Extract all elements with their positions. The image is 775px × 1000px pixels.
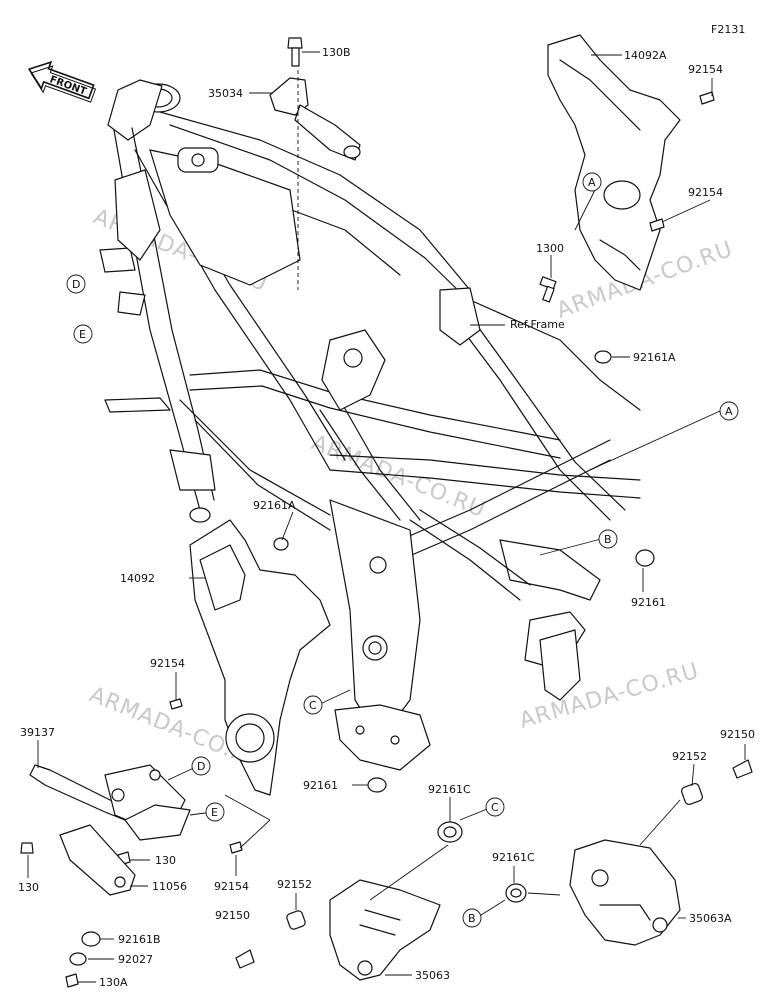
label-92161c-lower: 92161C <box>492 851 535 864</box>
label-92161c-mid: 92161C <box>428 783 471 796</box>
label-92154-left: 92154 <box>150 657 185 670</box>
bracket-35063 <box>329 879 441 981</box>
ref-c-bottom: C <box>491 801 499 814</box>
reference-markers: A A B D E C D E C B <box>66 172 739 928</box>
label-92154-top: 92154 <box>688 63 723 76</box>
ref-a-top: A <box>588 176 596 189</box>
side-cover-14092a <box>547 34 681 291</box>
label-130b: 130B <box>322 46 351 59</box>
leader-lines <box>27 51 746 983</box>
label-92161-bottom: 92161 <box>303 779 338 792</box>
ref-e-left: E <box>79 328 86 341</box>
label-ref-frame: Ref.Frame <box>510 318 565 331</box>
label-14092a: 14092A <box>624 49 667 62</box>
label-1300: 1300 <box>536 242 564 255</box>
label-92027: 92027 <box>118 953 153 966</box>
figure-code: F2131 <box>711 23 745 36</box>
label-35034: 35034 <box>208 87 243 100</box>
label-92152-right: 92152 <box>672 750 707 763</box>
ref-d-left: D <box>72 278 80 291</box>
ref-d-bottom: D <box>197 760 205 773</box>
label-35063a: 35063A <box>689 912 732 925</box>
label-92161a-left: 92161A <box>253 499 296 512</box>
label-130-right: 130 <box>155 854 176 867</box>
label-130a: 130A <box>99 976 128 989</box>
part-labels: F2131 130B 35034 14092A 92154 92154 1300… <box>18 23 755 989</box>
ref-a-right: A <box>725 405 733 418</box>
label-130-left: 130 <box>18 881 39 894</box>
ref-b-bottom: B <box>468 912 476 925</box>
label-92150-bottom: 92150 <box>215 909 250 922</box>
side-cover-14092 <box>189 519 331 796</box>
label-92161a-top: 92161A <box>633 351 676 364</box>
label-92161b: 92161B <box>118 933 161 946</box>
label-92150-right: 92150 <box>720 728 755 741</box>
label-92161-right: 92161 <box>631 596 666 609</box>
ref-c-mid: C <box>309 699 317 712</box>
label-39137: 39137 <box>20 726 55 739</box>
main-frame-drawing <box>99 79 641 771</box>
bracket-35063a <box>569 839 681 946</box>
label-11056: 11056 <box>152 880 187 893</box>
bracket-39137 <box>29 764 191 896</box>
label-92154-bottom: 92154 <box>214 880 249 893</box>
ref-b-right: B <box>604 533 612 546</box>
label-35063: 35063 <box>415 969 450 982</box>
label-92154-right: 92154 <box>688 186 723 199</box>
hardware-parts <box>20 37 753 988</box>
front-arrow-icon: FRONT <box>27 60 97 103</box>
label-14092: 14092 <box>120 572 155 585</box>
ref-e-bottom: E <box>211 806 218 819</box>
label-92152-bottom: 92152 <box>277 878 312 891</box>
